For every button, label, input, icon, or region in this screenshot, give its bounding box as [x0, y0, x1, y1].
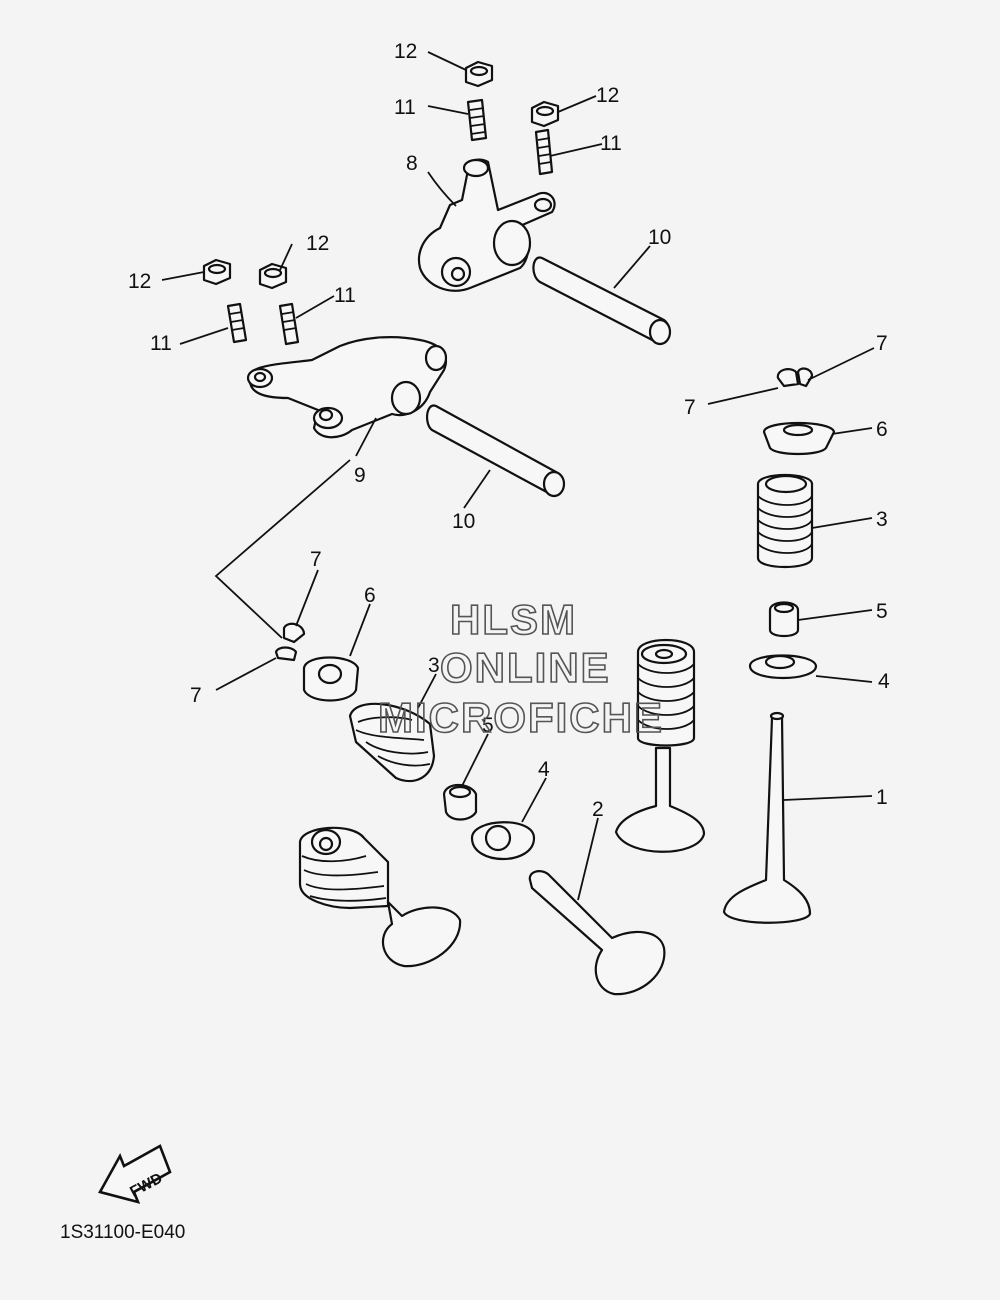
spring-seat-4-right [748, 654, 818, 680]
valve-spring-3-left [348, 702, 436, 783]
callout-1: 1 [876, 786, 888, 809]
callout-11: 11 [394, 96, 416, 119]
leader-lines [161, 51, 875, 901]
valve-assembly-right [614, 638, 706, 853]
callout-5: 5 [482, 714, 494, 737]
spring-retainer-6-left [302, 656, 360, 702]
callout-9: 9 [354, 464, 366, 487]
watermark-line-3: MICROFICHE [378, 694, 664, 741]
callout-11: 11 [150, 332, 172, 355]
spring-retainer-6-right [762, 421, 836, 456]
callout-10: 10 [648, 226, 671, 249]
callout-4: 4 [878, 670, 890, 693]
valve-stem-seal-5-right [768, 601, 800, 638]
watermark: HLSM ONLINE MICROFICHE [377, 595, 664, 742]
rocker-arm-9 [246, 336, 448, 439]
rocker-shaft-10-upper [532, 256, 672, 346]
callout-2: 2 [592, 798, 604, 821]
callout-7: 7 [310, 548, 322, 571]
callout-12: 12 [306, 232, 329, 255]
fwd-arrow-icon: FWD [98, 1144, 172, 1204]
rocker-arm-8 [417, 158, 556, 292]
screw-threads [229, 107, 552, 331]
valve-cotter-7-right [776, 367, 814, 388]
callout-3: 3 [428, 654, 440, 677]
callout-5: 5 [876, 600, 888, 623]
callout-10: 10 [452, 510, 475, 533]
valve-stem-seal-5-left [442, 783, 478, 821]
callout-8: 8 [406, 152, 418, 175]
callout-labels: 12 11 12 11 8 12 12 11 11 10 9 10 7 7 6 … [128, 40, 890, 821]
valve-2 [528, 870, 666, 996]
callout-7: 7 [876, 332, 888, 355]
nut-12 [202, 60, 560, 290]
callout-3: 3 [876, 508, 888, 531]
rocker-shaft-10-lower [426, 404, 566, 498]
callout-7: 7 [190, 684, 202, 707]
watermark-line-2: ONLINE [440, 644, 611, 691]
callout-6: 6 [876, 418, 888, 441]
valve-spring-3-right [756, 474, 814, 568]
valve-assembly-left [298, 826, 462, 968]
callout-12: 12 [128, 270, 151, 293]
valve-cotter-7-left [274, 622, 306, 662]
callout-11: 11 [334, 284, 356, 307]
callout-12: 12 [394, 40, 417, 63]
spring-seat-4-left [470, 821, 536, 860]
callout-11: 11 [600, 132, 622, 155]
callout-6: 6 [364, 584, 376, 607]
callout-12: 12 [596, 84, 619, 107]
callout-7: 7 [684, 396, 696, 419]
diagram-code: 1S31100-E040 [60, 1222, 185, 1243]
valve-1 [722, 711, 812, 924]
callout-4: 4 [538, 758, 550, 781]
watermark-line-1: HLSM [450, 596, 577, 643]
